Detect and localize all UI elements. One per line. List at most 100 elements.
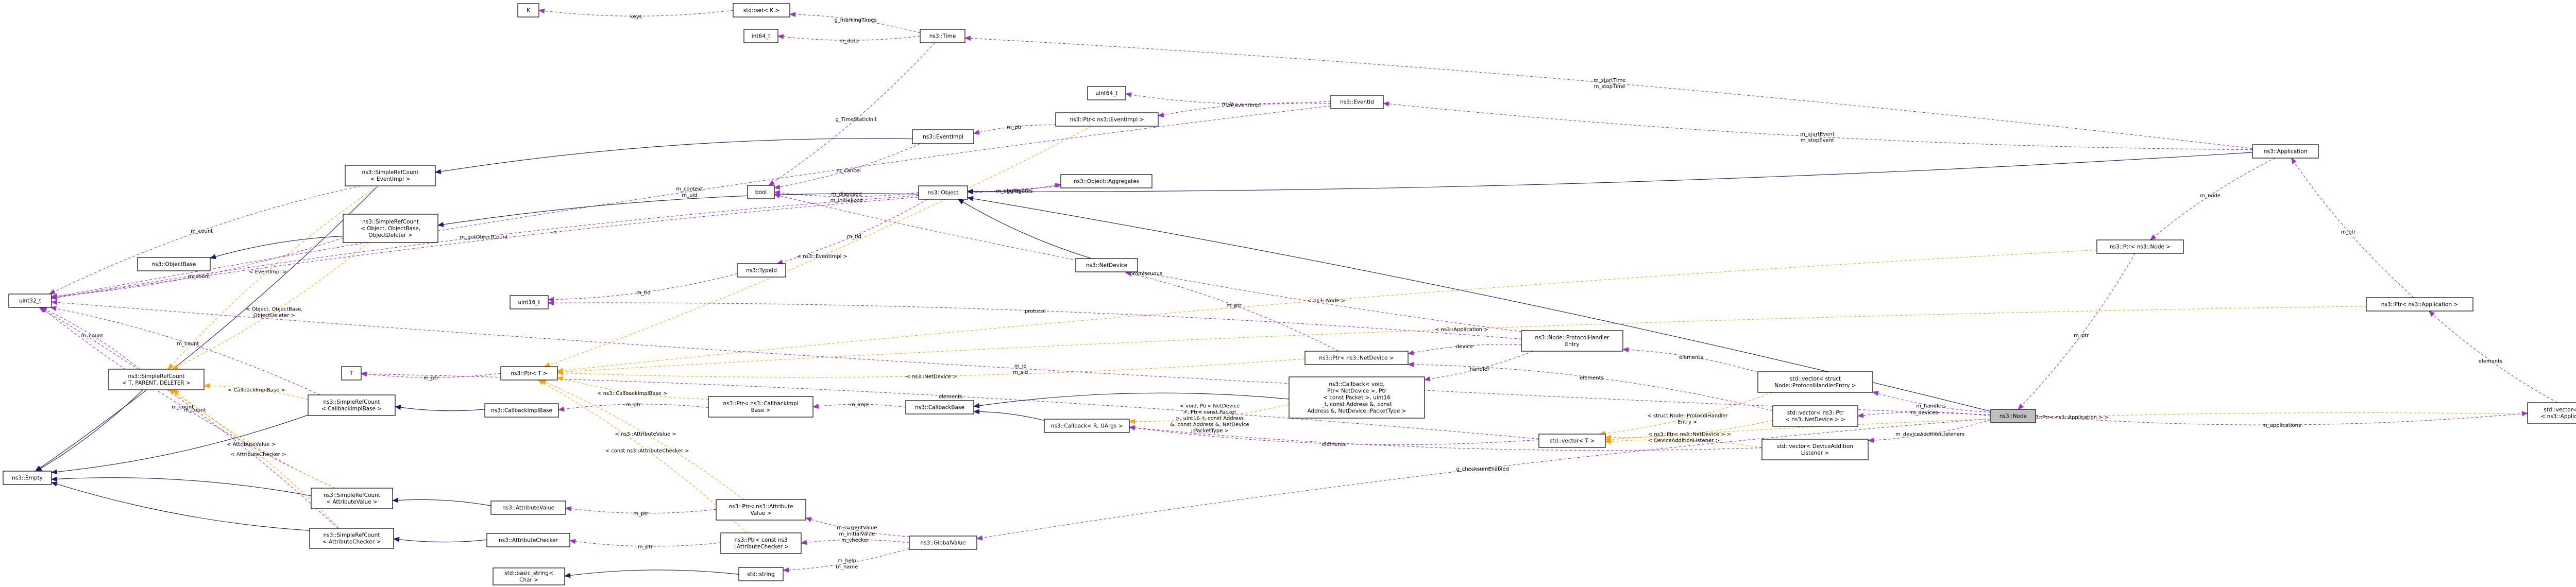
class-node-ns3-callbackimplbase[interactable]: ns3::CallbackImplBase: [484, 403, 559, 418]
class-node-box[interactable]: [510, 295, 549, 309]
class-node-ns3-callback-r-uargs[interactable]: ns3::Callback< R, UArgs >: [1044, 419, 1130, 433]
class-node-ns3-ptr-const-ns3-attributechecker[interactable]: ns3::Ptr< const ns3::AttributeChecker >: [720, 532, 802, 554]
class-node-box[interactable]: [108, 369, 205, 390]
class-node-box[interactable]: [311, 488, 393, 509]
class-node-box[interactable]: [1330, 95, 1384, 109]
class-node-box[interactable]: [920, 29, 965, 43]
class-node-box[interactable]: [909, 536, 977, 550]
class-node-ns3-simplerefcount-callbackimplbase[interactable]: ns3::SimpleRefCount< CallbackImplBase >: [308, 394, 396, 416]
class-node-ns3-netdevice[interactable]: ns3::NetDevice: [1075, 258, 1138, 272]
class-node-ns3-application[interactable]: ns3::Application: [2252, 144, 2319, 159]
class-node-box[interactable]: [1304, 351, 1409, 365]
class-node-ns3-eventid[interactable]: ns3::EventId: [1330, 95, 1384, 109]
class-node-box[interactable]: [2527, 402, 2576, 424]
class-node-box[interactable]: [484, 403, 559, 418]
class-node-box[interactable]: [912, 129, 974, 144]
class-node-ns3-object-aggregates[interactable]: ns3::Object::Aggregates: [1060, 174, 1153, 188]
class-node-box[interactable]: [1060, 174, 1153, 188]
class-node-ns3-node[interactable]: ns3::Node: [1990, 409, 2036, 423]
class-node-box[interactable]: [1538, 434, 1606, 448]
class-node-k[interactable]: K: [517, 3, 539, 18]
class-node-int64-t[interactable]: int64_t: [743, 29, 778, 43]
class-node-box[interactable]: [716, 499, 806, 521]
class-node-ns3-attributechecker[interactable]: ns3::AttributeChecker: [486, 533, 570, 547]
class-node-box[interactable]: [309, 528, 394, 549]
class-node-ns3-callback-void-ptr-netdevice-ptr-const-packet-uint16-t-const-address-const-address-netdevice-packettype[interactable]: ns3::Callback< void,Ptr< NetDevice >, Pt…: [1289, 376, 1425, 419]
class-node-box[interactable]: [343, 214, 438, 243]
class-node-box[interactable]: [1772, 405, 1858, 427]
class-node-box[interactable]: [1055, 112, 1159, 127]
class-node-std-string[interactable]: std::string: [738, 567, 784, 581]
class-node-box[interactable]: [308, 394, 396, 416]
class-node-bool[interactable]: bool: [747, 185, 775, 199]
class-node-box[interactable]: [743, 29, 778, 43]
class-node-uint64-t[interactable]: uint64_t: [1087, 86, 1126, 100]
class-node-box[interactable]: [733, 3, 790, 18]
class-node-ns3-objectbase[interactable]: ns3::ObjectBase: [137, 257, 211, 271]
class-node-box[interactable]: [490, 500, 566, 515]
class-node-box[interactable]: [1521, 330, 1623, 352]
class-node-uint32-t[interactable]: uint32_t: [8, 294, 52, 308]
class-node-t[interactable]: T: [341, 366, 362, 381]
class-node-box[interactable]: [1075, 258, 1138, 272]
class-node-std-vector-ns3-ptr-ns3-netdevice[interactable]: std::vector< ns3::Ptr< ns3::NetDevice > …: [1772, 405, 1858, 427]
class-node-std-vector-ns3-ptr-ns3-application[interactable]: std::vector< ns3::Ptr< ns3::Application …: [2527, 402, 2576, 424]
class-node-box[interactable]: [1087, 86, 1126, 100]
edge-ptrattributevalue-to-attributevalue: [565, 506, 717, 514]
class-node-box[interactable]: [2096, 239, 2184, 254]
class-node-ns3-simplerefcount-t-parent-deleter[interactable]: ns3::SimpleRefCount< T, PARENT, DELETER …: [108, 369, 205, 390]
class-node-ns3-callbackbase[interactable]: ns3::CallbackBase: [905, 400, 974, 415]
class-node-std-set-k[interactable]: std::set< K >: [733, 3, 790, 18]
class-node-ns3-ptr-ns3-eventimpl[interactable]: ns3::Ptr< ns3::EventImpl >: [1055, 112, 1159, 127]
class-node-ns3-object[interactable]: ns3::Object: [918, 185, 968, 200]
class-node-uint16-t[interactable]: uint16_t: [510, 295, 549, 309]
class-node-box[interactable]: [1044, 419, 1130, 433]
class-node-ns3-simplerefcount-attributechecker[interactable]: ns3::SimpleRefCount< AttributeChecker >: [309, 528, 394, 549]
class-node-box[interactable]: [2366, 297, 2473, 312]
class-node-ns3-simplerefcount-eventimpl[interactable]: ns3::SimpleRefCount< EventImpl >: [345, 165, 436, 186]
class-node-box[interactable]: [517, 3, 539, 18]
class-node-box[interactable]: [2252, 144, 2319, 159]
class-node-ns3-eventimpl[interactable]: ns3::EventImpl: [912, 129, 974, 144]
class-node-box[interactable]: [8, 294, 52, 308]
class-node-ns3-time[interactable]: ns3::Time: [920, 29, 965, 43]
class-node-box[interactable]: [1289, 376, 1425, 419]
class-node-box[interactable]: [918, 185, 968, 200]
class-node-box[interactable]: [1761, 439, 1869, 460]
class-node-ns3-ptr-ns3-node[interactable]: ns3::Ptr< ns3::Node >: [2096, 239, 2184, 254]
class-node-box[interactable]: [345, 165, 436, 186]
class-node-box[interactable]: [500, 366, 558, 381]
class-node-box[interactable]: [1757, 371, 1873, 393]
edge-ptrattributechecker-to-attributechecker: [569, 539, 721, 547]
class-node-ns3-simplerefcount-attributevalue[interactable]: ns3::SimpleRefCount< AttributeValue >: [311, 488, 393, 509]
class-node-ns3-attributevalue[interactable]: ns3::AttributeValue: [490, 500, 566, 515]
class-node-ns3-globalvalue[interactable]: ns3::GlobalValue: [909, 536, 977, 550]
class-node-box[interactable]: [1990, 409, 2036, 423]
class-node-box[interactable]: [486, 533, 570, 547]
class-node-box[interactable]: [137, 257, 211, 271]
class-node-ns3-empty[interactable]: ns3::Empty: [3, 471, 52, 485]
class-node-ns3-typeid[interactable]: ns3::TypeId: [737, 263, 786, 278]
class-node-box[interactable]: [738, 567, 784, 581]
class-node-ns3-ptr-ns3-application[interactable]: ns3::Ptr< ns3::Application >: [2366, 297, 2473, 312]
class-node-std-basic-string-char[interactable]: std::basic_string<Char >: [493, 567, 565, 585]
class-node-box[interactable]: [3, 471, 52, 485]
edge-ptrcallbackimplbase-to-callbackimplbase: [558, 404, 709, 412]
class-node-ns3-simplerefcount-object-objectbase-objectdeleter[interactable]: ns3::SimpleRefCount< Object, ObjectBase,…: [343, 214, 438, 243]
class-node-box[interactable]: [493, 567, 565, 585]
class-node-label: std::basic_string<Char >: [504, 571, 553, 583]
class-node-box[interactable]: [905, 400, 974, 415]
class-node-box[interactable]: [720, 532, 802, 554]
class-node-box[interactable]: [708, 396, 814, 418]
class-node-box[interactable]: [341, 366, 362, 381]
class-node-ns3-ptr-t[interactable]: ns3::Ptr< T >: [500, 366, 558, 381]
class-node-box[interactable]: [747, 185, 775, 199]
class-node-ns3-ptr-ns3-netdevice[interactable]: ns3::Ptr< ns3::NetDevice >: [1304, 351, 1409, 365]
class-node-box[interactable]: [737, 263, 786, 278]
class-node-std-vector-t[interactable]: std::vector< T >: [1538, 434, 1606, 448]
